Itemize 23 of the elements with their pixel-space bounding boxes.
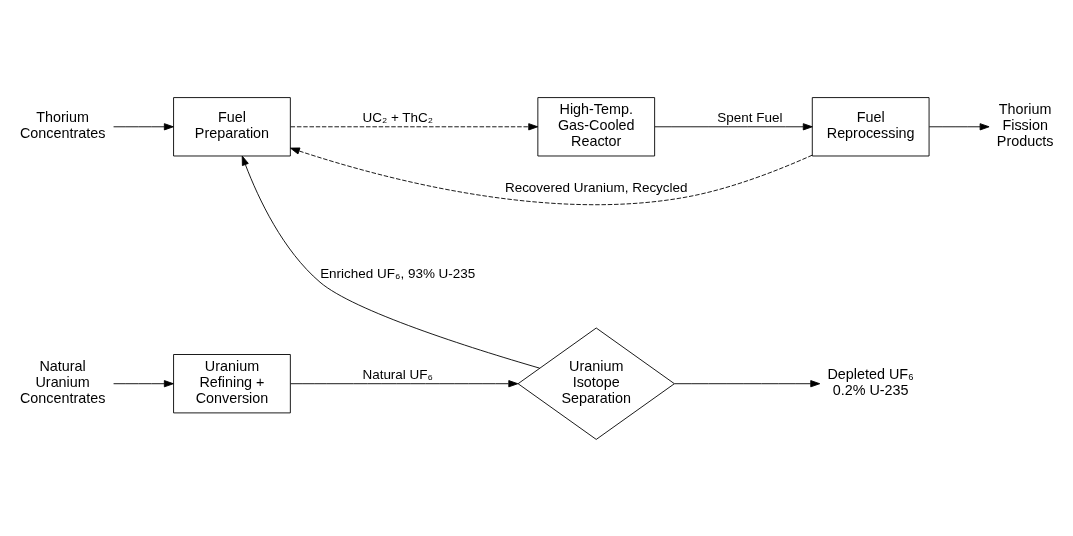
node-box: Fuel Reprocessing (811, 96, 930, 156)
node-text: Depleted UF₆ 0.2% U-235 (827, 365, 914, 398)
arrow (113, 379, 174, 387)
node-diamond: Uranium Isotope Separation (517, 327, 675, 440)
edge-label: Spent Fuel (717, 109, 783, 125)
edge-label: Natural UF₆ (362, 366, 433, 382)
node-box: Fuel Preparation (173, 96, 291, 156)
node-text: Natural Uranium Concentrates (19, 357, 106, 406)
arrow (654, 122, 813, 130)
edge-label: UC₂ + ThC₂ (362, 109, 433, 125)
node-box: High-Temp. Gas-Cooled Reactor (537, 96, 656, 156)
edge-label: Recovered Uranium, Recycled (504, 179, 688, 195)
arrow (290, 147, 813, 205)
arrow (241, 155, 541, 369)
arrow (290, 122, 539, 130)
node-text: Thorium Concentrates (19, 108, 106, 141)
arrow (928, 122, 990, 130)
arrow (290, 379, 519, 387)
arrow (674, 379, 821, 387)
node-text: Thorium Fission Products (996, 100, 1054, 149)
arrow (113, 122, 174, 130)
node-box: Uranium Refining + Conversion (173, 353, 291, 413)
edge-label: Enriched UF₆, 93% U-235 (320, 265, 476, 281)
